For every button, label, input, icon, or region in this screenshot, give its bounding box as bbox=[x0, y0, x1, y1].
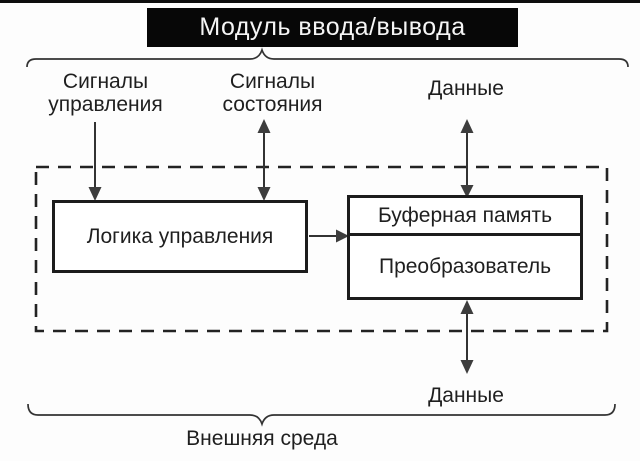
status-signals-arrow bbox=[257, 119, 271, 201]
block-converter: Преобразователь bbox=[378, 254, 552, 278]
data-bottom-arrow bbox=[460, 300, 474, 374]
label-data-top: Данные bbox=[428, 77, 504, 100]
logic-to-buffer-arrow bbox=[309, 229, 349, 243]
diagram-title: Модуль ввода/вывода bbox=[199, 13, 466, 41]
label-control-signals: Сигналы управления bbox=[48, 70, 163, 116]
block-stack: Буферная память Преобразователь bbox=[347, 195, 583, 300]
label-data-bottom: Данные bbox=[428, 384, 504, 407]
module-boundary bbox=[34, 165, 609, 333]
diagram-title-box: Модуль ввода/вывода bbox=[147, 8, 518, 47]
environment-brace bbox=[27, 403, 616, 427]
module-brace bbox=[26, 47, 629, 68]
control-signals-arrow bbox=[88, 122, 102, 201]
data-top-arrow bbox=[460, 119, 474, 198]
block-control-logic: Логика управления bbox=[52, 200, 308, 273]
label-external-environment: Внешняя среда bbox=[186, 427, 338, 450]
block-buffer-memory: Буферная память bbox=[350, 198, 580, 236]
top-rule bbox=[0, 0, 640, 3]
block-control-logic-label: Логика управления bbox=[86, 224, 274, 248]
label-status-signals: Сигналы состояния bbox=[222, 70, 323, 116]
